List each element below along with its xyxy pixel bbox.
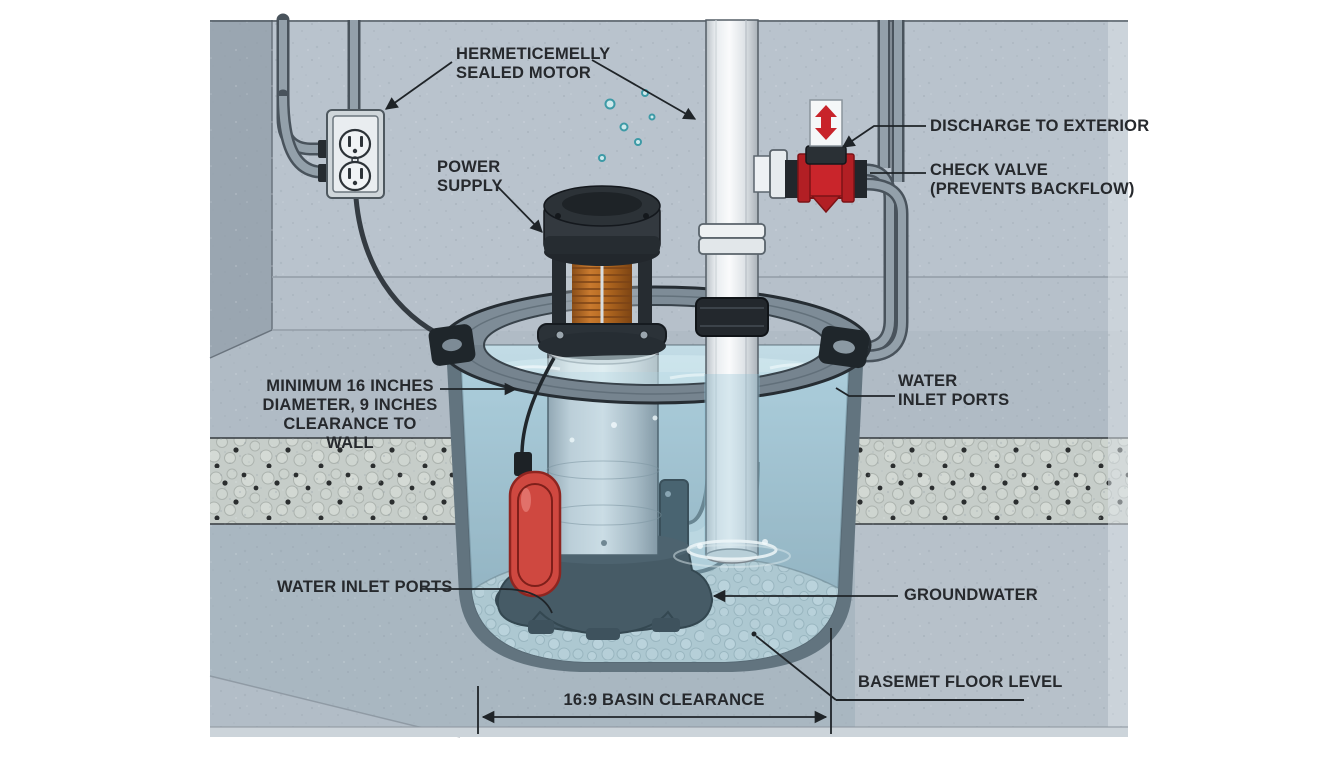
flow-indicator-tab [809,99,843,147]
electrical-outlet [318,109,385,199]
water-ripples [673,539,791,568]
float-switch [508,357,562,598]
label-sealed-motor: HERMETICEMELLY SEALED MOTOR [456,45,611,83]
power-conduits [276,13,361,179]
basin-lug-left [428,324,476,366]
label-water-inlet-left: WATER INLET PORTS [277,578,453,596]
label-floor-level: BASEMET FLOOR LEVEL [858,673,1063,691]
label-water-inlet-right: WATER INLET PORTS [898,372,1010,410]
outlet-receptacle-bottom [338,160,372,192]
label-check-valve: CHECK VALVE (PREVENTS BACKFLOW) [930,161,1135,199]
check-valve [753,99,867,214]
motor-flange [537,323,667,360]
leader-lines [384,59,1024,701]
basement-wall-background [209,20,1128,738]
label-basin-clearance: 16:9 BASIN CLEARANCE [563,691,765,709]
basin-lug-right [818,325,870,369]
flow-direction-arrow-icon [815,105,837,140]
pipe-coupling-rubber [695,297,769,337]
pipe-coupling-white [698,223,766,255]
dimension-line [477,628,832,734]
motor-cap [543,185,661,266]
basin-rim-near [428,324,872,405]
bubbles [598,89,656,162]
discharge-pipe [673,19,791,568]
label-discharge: DISCHARGE TO EXTERIOR [930,117,1150,135]
label-basin-minimum: MINIMUM 16 INCHES DIAMETER, 9 INCHES CLE… [262,377,438,453]
outlet-receptacle-top [338,128,372,160]
label-power-supply: POWER SUPPLY [437,158,503,196]
label-groundwater: GROUNDWATER [904,586,1038,604]
